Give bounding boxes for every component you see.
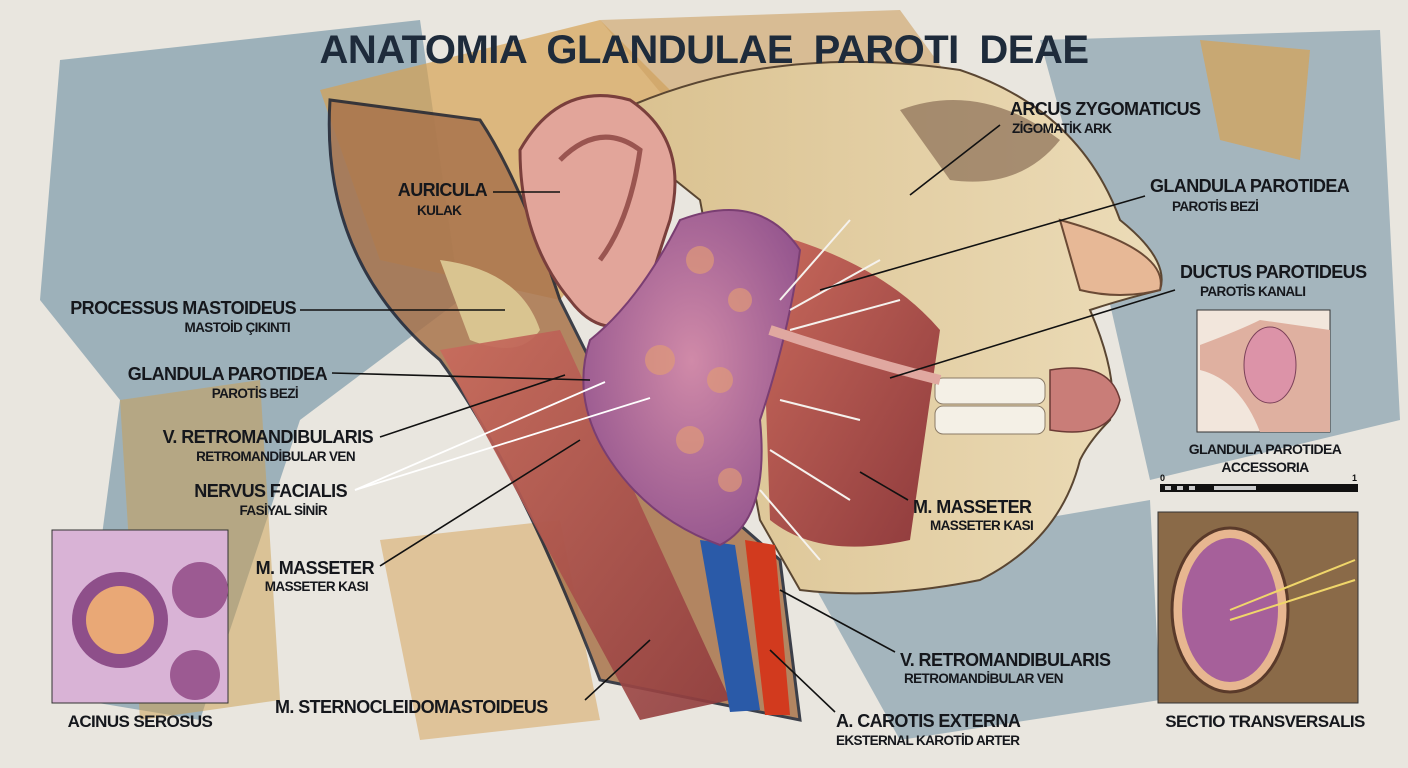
label-v-retromandibularis-bottom: V. RETROMANDIBULARIS [900, 650, 1111, 670]
nose [1058, 218, 1162, 296]
label-arcus-zygomaticus: ARCUS ZYGOMATICUS [1010, 99, 1201, 119]
sternocleidomastoid-muscle [440, 330, 730, 720]
label-auricula-tr: KULAK [417, 203, 462, 218]
inset-accessory-caption: GLANDULA PAROTIDEA ACCESSORIA [1170, 440, 1360, 476]
parotid-duct [768, 325, 942, 385]
inset-acinus-caption: ACINUS SEROSUS [67, 712, 213, 731]
teeth [934, 377, 1046, 435]
inset-acinus [51, 529, 229, 704]
label-nervus-facialis: NERVUS FACIALIS [194, 481, 347, 501]
scale-bar-max: 1 [1352, 473, 1358, 483]
label-m-masseter-left-tr: MASSETER KASI [264, 579, 369, 594]
inset-accessory-gland [1196, 309, 1331, 433]
label-glandula-parotidea-right: GLANDULA PAROTIDEA [1150, 176, 1350, 196]
label-m-masseter-right-tr: MASSETER KASI [930, 518, 1034, 533]
label-a-carotis-externa: A. CAROTIS EXTERNA [836, 711, 1021, 731]
retromandibular-vein [700, 540, 760, 712]
label-ductus-parotideus-tr: PAROTİS KANALI [1200, 284, 1306, 299]
label-processus-mastoideus-tr: MASTOİD ÇIKINTI [184, 320, 291, 335]
masseter-muscle [760, 230, 940, 547]
nerve-leader-lines [354, 381, 651, 491]
scale-bar-min: 0 [1160, 473, 1166, 483]
label-m-masseter-left: M. MASSETER [255, 558, 375, 578]
label-v-retromandibularis-left-tr: RETROMANDİBULAR VEN [196, 449, 355, 464]
label-v-retromandibularis-left: V. RETROMANDIBULARIS [162, 427, 374, 447]
label-auricula: AURICULA [397, 180, 488, 200]
label-arcus-zygomaticus-tr: ZİGOMATİK ARK [1012, 121, 1112, 136]
label-processus-mastoideus: PROCESSUS MASTOIDEUS [70, 298, 296, 318]
inset-section-caption: SECTIO TRANSVERSALIS [1165, 712, 1365, 731]
label-a-carotis-externa-tr: EKSTERNAL KAROTİD ARTER [836, 733, 1020, 748]
page-title: ANATOMIA GLANDULAE PAROTI DEAE [319, 28, 1089, 72]
label-v-retromandibularis-bottom-tr: RETROMANDİBULAR VEN [904, 671, 1063, 686]
inset-cross-section [1157, 511, 1359, 704]
inset-accessory-caption-line2: ACCESSORIA [1221, 459, 1309, 475]
gland-lobules [645, 246, 752, 492]
label-nervus-facialis-tr: FASİYAL SİNİR [239, 503, 328, 518]
lips [1049, 367, 1121, 433]
inset-accessory-caption-line1: GLANDULA PAROTIDEA [1188, 441, 1342, 457]
scale-bar [1160, 484, 1358, 492]
label-m-sternocleidomastoideus: M. STERNOCLEIDOMASTOIDEUS [275, 697, 548, 717]
label-glandula-parotidea-left-tr: PAROTİS BEZİ [211, 386, 299, 401]
label-ductus-parotideus: DUCTUS PAROTIDEUS [1180, 262, 1367, 282]
facial-nerve-branches [759, 219, 901, 561]
leader-lines [300, 124, 1176, 713]
external-carotid-artery [745, 540, 790, 715]
label-glandula-parotidea-right-tr: PAROTİS BEZİ [1172, 199, 1259, 214]
mastoid-process [440, 260, 540, 348]
label-glandula-parotidea-left: GLANDULA PAROTIDEA [127, 364, 328, 384]
label-m-masseter-right: M. MASSETER [913, 497, 1032, 517]
